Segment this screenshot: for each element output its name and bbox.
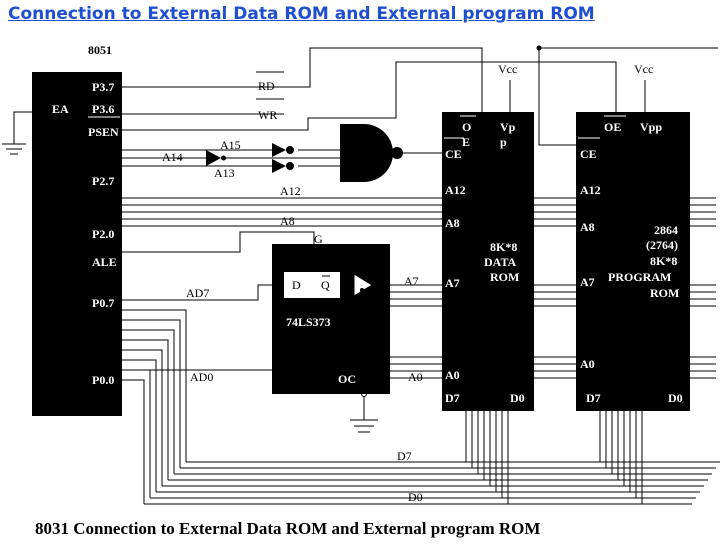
pin-p20: P2.0 bbox=[92, 227, 114, 241]
inverter-a15 bbox=[272, 143, 294, 157]
latch-name: 74LS373 bbox=[286, 315, 331, 329]
signal-ad7: AD7 bbox=[186, 286, 209, 300]
data-rom-vpp-1: Vp bbox=[500, 120, 516, 134]
signal-a7: A7 bbox=[404, 274, 419, 288]
prog-rom-a8: A8 bbox=[580, 220, 595, 234]
data-rom-type: DATA bbox=[484, 255, 517, 269]
data-rom-d0: D0 bbox=[510, 391, 525, 405]
prog-rom-vcc: Vcc bbox=[634, 62, 653, 76]
latch-dq-box bbox=[284, 272, 340, 298]
prog-rom-a0: A0 bbox=[580, 357, 595, 371]
prog-rom-part: 2864 bbox=[654, 223, 678, 237]
latch-d-label: D bbox=[292, 278, 301, 292]
prog-rom-size: 8K*8 bbox=[650, 254, 677, 268]
data-rom-rom: ROM bbox=[490, 270, 519, 284]
prog-rom-a12: A12 bbox=[580, 183, 601, 197]
data-rom-vcc: Vcc bbox=[498, 62, 517, 76]
pin-p27: P2.7 bbox=[92, 174, 114, 188]
prog-rom-rom: ROM bbox=[650, 286, 679, 300]
latch-oc: OC bbox=[338, 372, 356, 386]
prog-rom-ce: CE bbox=[580, 147, 597, 161]
program-rom-chip bbox=[576, 112, 690, 411]
signal-a14: A14 bbox=[162, 150, 183, 164]
signal-a0: A0 bbox=[408, 370, 423, 384]
data-rom-vpp-2: p bbox=[500, 135, 507, 149]
data-rom-size: 8K*8 bbox=[490, 240, 517, 254]
pin-p00: P0.0 bbox=[92, 373, 114, 387]
prog-rom-vpp: Vpp bbox=[640, 120, 662, 134]
chip-8051-label: 8051 bbox=[88, 43, 112, 57]
signal-rd: RD bbox=[258, 79, 275, 93]
inverter-a13 bbox=[272, 159, 294, 173]
latch-q-label: Q bbox=[321, 278, 330, 292]
signal-ad0: AD0 bbox=[190, 370, 213, 384]
prog-rom-alt: (2764) bbox=[646, 238, 678, 252]
pin-psen: PSEN bbox=[88, 125, 119, 139]
signal-a12: A12 bbox=[280, 184, 301, 198]
signal-a13: A13 bbox=[214, 166, 235, 180]
signal-wr: WR bbox=[258, 108, 277, 122]
data-rom-ce: CE bbox=[445, 147, 462, 161]
page-title: Connection to External Data ROM and Exte… bbox=[8, 4, 595, 24]
prog-rom-oe: OE bbox=[604, 120, 621, 134]
pin-ale: ALE bbox=[92, 255, 117, 269]
inverter-a14 bbox=[206, 150, 226, 166]
data-rom-a7: A7 bbox=[445, 276, 460, 290]
data-rom-a0: A0 bbox=[445, 368, 460, 382]
pin-p07: P0.7 bbox=[92, 296, 114, 310]
data-rom-oe-1: O bbox=[462, 120, 471, 134]
prog-rom-type: PROGRAM bbox=[608, 270, 671, 284]
chip-8051 bbox=[32, 72, 122, 416]
latch-74ls373 bbox=[272, 244, 390, 394]
signal-g: G bbox=[314, 232, 323, 246]
data-rom-d7: D7 bbox=[445, 391, 460, 405]
nand-gate bbox=[340, 124, 403, 182]
pin-ea: EA bbox=[52, 102, 69, 116]
pin-p37: P3.7 bbox=[92, 80, 114, 94]
signal-a15: A15 bbox=[220, 138, 241, 152]
data-rom-a8: A8 bbox=[445, 216, 460, 230]
data-rom-oe-2: E bbox=[462, 135, 470, 149]
signal-d0: D0 bbox=[408, 490, 423, 504]
data-rom-chip bbox=[442, 112, 534, 411]
prog-rom-d0: D0 bbox=[668, 391, 683, 405]
prog-rom-d7: D7 bbox=[586, 391, 601, 405]
wiring bbox=[2, 45, 720, 505]
figure-caption: 8031 Connection to External Data ROM and… bbox=[35, 519, 541, 538]
signal-d7: D7 bbox=[397, 449, 412, 463]
signal-a8: A8 bbox=[280, 214, 295, 228]
prog-rom-a7: A7 bbox=[580, 275, 595, 289]
data-rom-a12: A12 bbox=[445, 183, 466, 197]
pin-p36: P3.6 bbox=[92, 102, 114, 116]
